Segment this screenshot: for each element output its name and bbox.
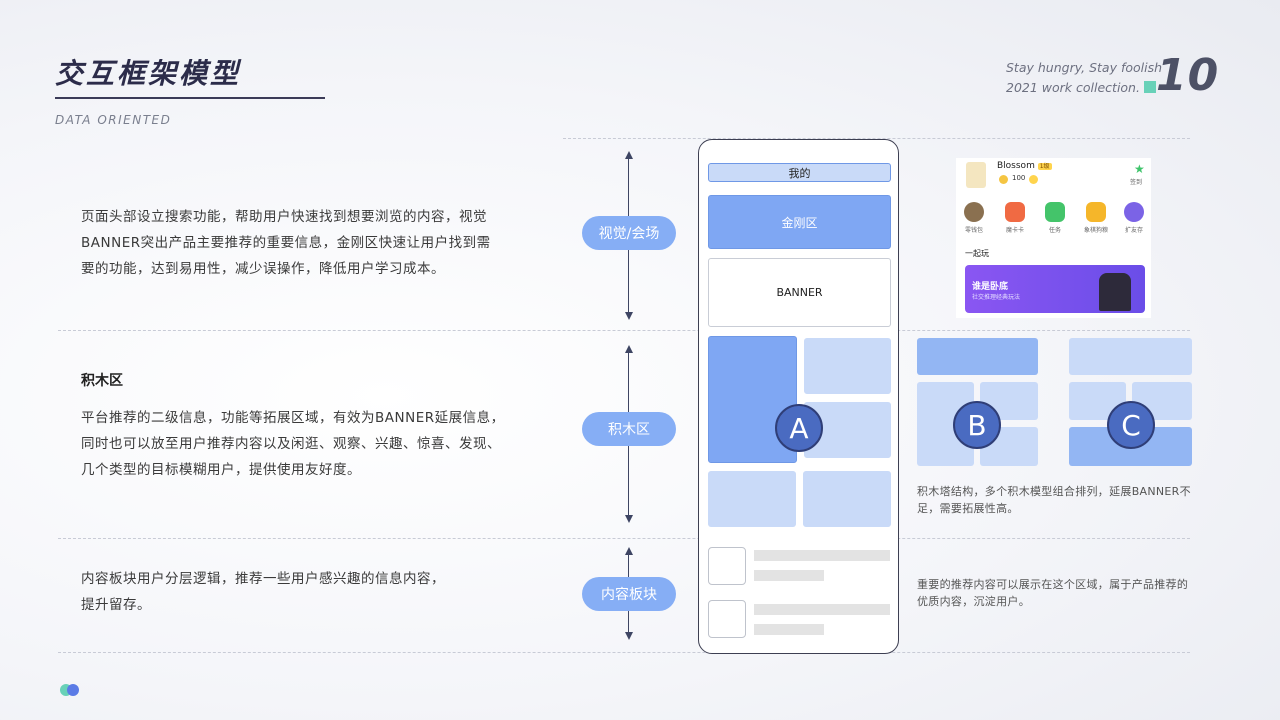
content-line <box>754 550 890 561</box>
layout-b-label: B <box>953 401 1001 449</box>
page-subtitle: DATA ORIENTED <box>55 113 172 127</box>
block-small <box>804 338 891 394</box>
block-wide <box>1069 338 1192 375</box>
pill-visual: 视觉/会场 <box>582 216 676 250</box>
icon-label: 任务 <box>1048 227 1061 234</box>
blocks-note: 积木塔结构，多个积木模型组合排列，延展BANNER不足，需要拓展性高。 <box>917 485 1191 515</box>
pill-blocks: 积木区 <box>582 412 676 446</box>
content-thumbnail <box>708 547 746 585</box>
layout-b: B <box>917 338 1038 466</box>
slogan-line-1: Stay hungry, Stay foolish <box>1006 60 1163 75</box>
visual-description: 页面头部设立搜索功能，帮助用户快速找到想要浏览的内容，视觉BANNER突出产品主… <box>81 209 491 277</box>
page-title: 交互框架模型 <box>55 57 242 90</box>
guide-line-2 <box>58 538 1190 539</box>
icon-label: 魔卡卡 <box>1005 227 1024 234</box>
arrow-up-icon <box>625 345 633 353</box>
page-number: 10 <box>1156 50 1220 101</box>
sign-label[interactable]: 签到 <box>1130 179 1143 186</box>
layout-a-label: A <box>775 404 823 452</box>
icon-label: 零钱包 <box>964 227 983 234</box>
logo-dot-blue <box>67 684 79 696</box>
icon-label: 象棋狗粮 <box>1083 227 1108 234</box>
block-small <box>803 471 891 527</box>
layout-c-label: C <box>1107 401 1155 449</box>
username: Blossom 1级 <box>997 161 1052 171</box>
guide-line-1 <box>58 330 1190 331</box>
guide-line-bottom <box>58 652 1190 653</box>
content-note: 重要的推荐内容可以展示在这个区域，属于产品推荐的优质内容，沉淀用户。 <box>917 578 1189 608</box>
accent-square <box>1143 81 1156 93</box>
layout-c: C <box>1069 338 1192 466</box>
game-banner-subtitle: 社交推理经典玩法 <box>972 294 1021 301</box>
banner-zone: BANNER <box>708 258 891 327</box>
friend-icon[interactable] <box>1124 202 1144 222</box>
blocks-title: 积木区 <box>81 373 123 389</box>
wallet-icon[interactable] <box>964 202 984 222</box>
coin-icon <box>999 175 1008 184</box>
app-screenshot: Blossom 1级 100 ★ 签到 零钱包 魔卡卡 任务 象棋狗粮 扩友存 … <box>956 158 1151 318</box>
game-banner-title: 谁是卧底 <box>972 282 1009 292</box>
level-badge: 1级 <box>1037 163 1052 170</box>
task-icon[interactable] <box>1045 202 1065 222</box>
avatar <box>966 162 986 188</box>
slogan-line-2: 2021 work collection. <box>1006 80 1140 95</box>
block-small <box>708 471 796 527</box>
chess-icon[interactable] <box>1086 202 1106 222</box>
block-wide <box>917 338 1038 375</box>
pill-content: 内容板块 <box>582 577 676 611</box>
coin-count: 100 <box>1012 174 1026 182</box>
content-line <box>754 624 824 635</box>
blocks-description: 平台推荐的二级信息，功能等拓展区域，有效为BANNER延展信息，同时也可以放至用… <box>81 410 505 478</box>
arrow-down-icon <box>625 312 633 320</box>
phone-wireframe: 我的 金刚区 BANNER A <box>698 139 899 654</box>
guide-line-top <box>563 138 1190 139</box>
content-thumbnail <box>708 600 746 638</box>
star-icon[interactable]: ★ <box>1134 162 1145 176</box>
content-line <box>754 570 824 581</box>
header-bar: 我的 <box>708 163 891 182</box>
kingkong-zone: 金刚区 <box>708 195 891 249</box>
arrow-up-icon <box>625 151 633 159</box>
content-description: 内容板块用户分层逻辑，推荐一些用户感兴趣的信息内容，提升留存。 <box>81 571 445 613</box>
icon-label: 扩友存 <box>1124 227 1143 234</box>
arrow-up-icon <box>625 547 633 555</box>
gem-icon <box>1029 175 1038 184</box>
arrow-down-icon <box>625 632 633 640</box>
content-line <box>754 604 890 615</box>
arrow-down-icon <box>625 515 633 523</box>
slogan: Stay hungry, Stay foolish 2021 work coll… <box>1006 58 1162 98</box>
game-banner[interactable]: 谁是卧底 社交推理经典玩法 <box>965 265 1145 313</box>
title-underline <box>55 97 325 99</box>
magic-card-icon[interactable] <box>1005 202 1025 222</box>
play-section-title: 一起玩 <box>965 249 989 258</box>
spy-icon <box>1099 273 1131 311</box>
